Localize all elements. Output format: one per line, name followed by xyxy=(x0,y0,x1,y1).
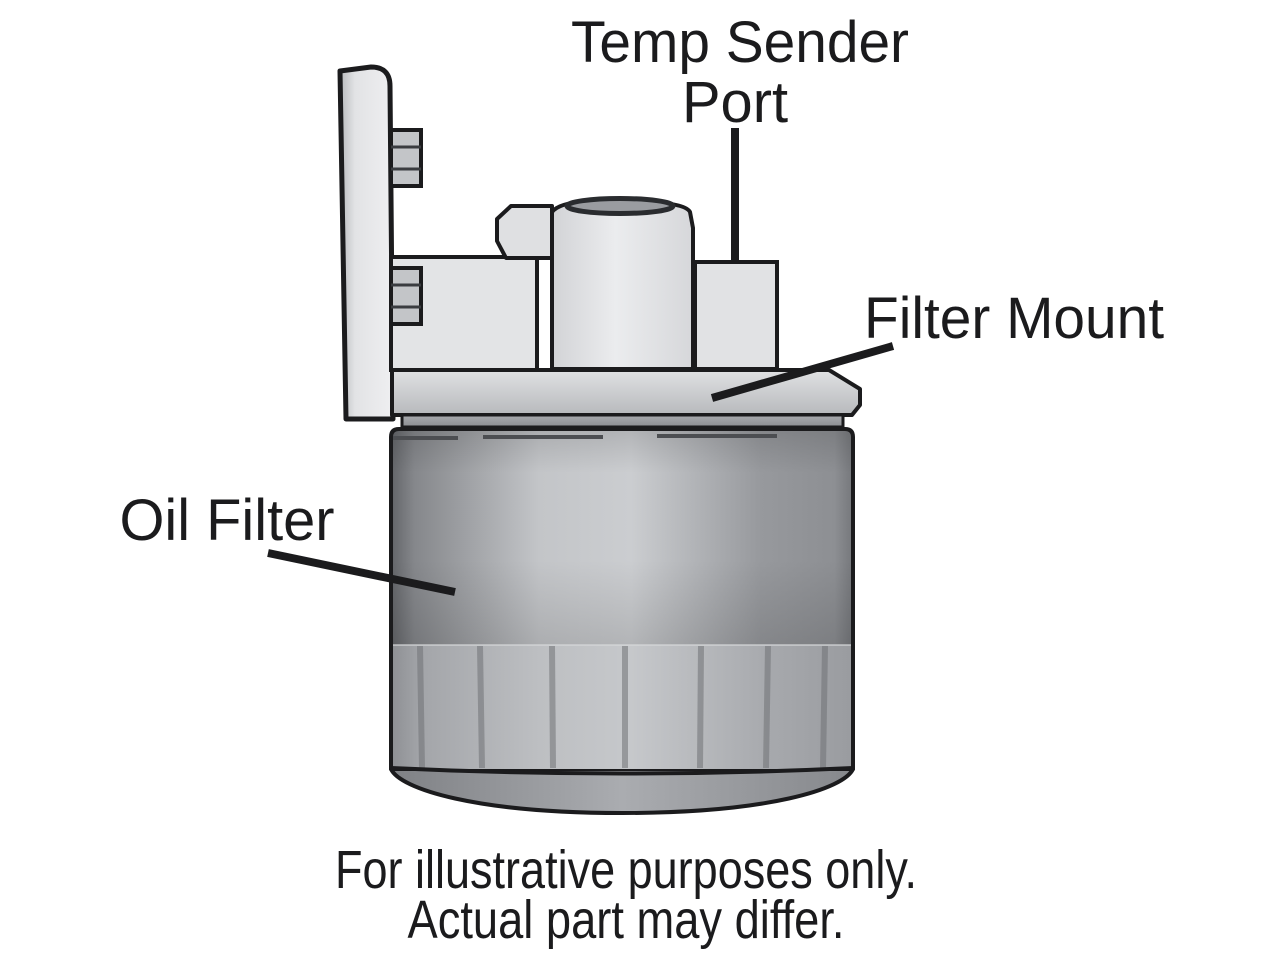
can-mid-shading xyxy=(393,560,851,645)
filter-mount-label: Filter Mount xyxy=(864,286,1164,351)
can-top-shading xyxy=(393,431,851,473)
mounting-bolt-lower xyxy=(389,266,423,326)
mounting-bolt-upper xyxy=(389,128,423,188)
temp-sender-port-label-line2: Port xyxy=(682,70,788,135)
can-bottom-edge xyxy=(390,766,854,776)
can-dome xyxy=(389,764,855,815)
hex-fitting-side-face xyxy=(495,204,554,260)
caption-line-1: For illustrative purposes only. xyxy=(335,840,917,900)
temp-sender-port-label-line1: Temp Sender xyxy=(571,10,909,75)
fitting-opening-hole xyxy=(564,196,676,216)
oil-filter-leader-line xyxy=(267,549,456,596)
filter-mount-leader-line xyxy=(710,342,895,402)
adapter-ring xyxy=(400,413,845,429)
temp-sender-port-boss xyxy=(693,260,779,371)
hex-fitting-front-face xyxy=(550,200,695,371)
filter-flutes xyxy=(393,644,851,769)
mount-flange xyxy=(390,368,862,417)
oil-filter-can xyxy=(389,427,855,815)
caption-line-2: Actual part may differ. xyxy=(408,890,845,950)
oil-filter-label: Oil Filter xyxy=(120,488,335,553)
mounting-bracket xyxy=(337,64,396,422)
